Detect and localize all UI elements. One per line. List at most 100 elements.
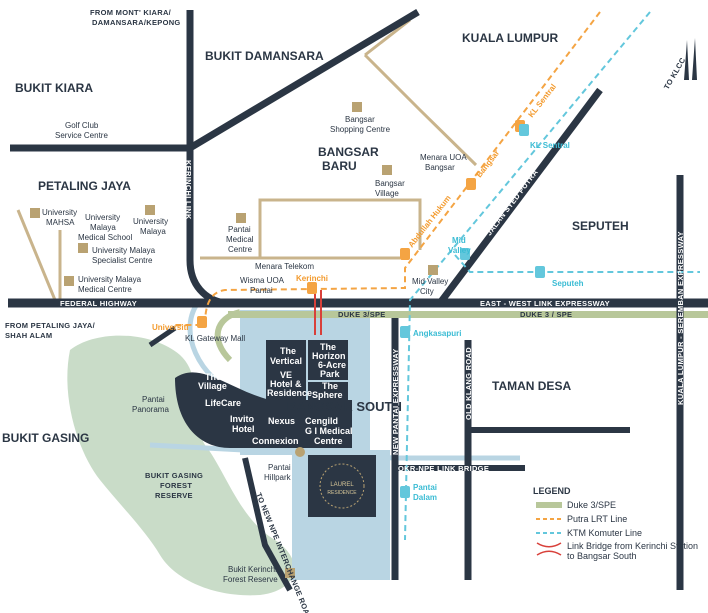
poi-label: MAHSA (46, 218, 75, 227)
area-label: BUKIT GASING (2, 431, 89, 445)
poi-label: Bangsar (425, 163, 455, 172)
bangsar-south-title: BANGSAR SOUTH (287, 399, 402, 414)
map-element (214, 309, 241, 363)
place-label: G I Medical (305, 426, 353, 436)
legend-item: KTM Komuter Line (567, 528, 642, 538)
road-label: FROM MONT' KIARA/ (90, 8, 172, 17)
poi-label: Panorama (132, 405, 169, 414)
poi-label: Bangsar (375, 179, 405, 188)
place-label: Nexus (268, 416, 295, 426)
map-element (428, 265, 438, 275)
road-label: EAST - WEST LINK EXPRESSWAY (480, 299, 610, 308)
area-label: BUKIT KIARA (15, 81, 93, 95)
legend-item: Putra LRT Line (567, 514, 627, 524)
area-label: BUKIT DAMANSARA (205, 49, 324, 63)
poi-label: Medical School (78, 233, 132, 242)
poi-label: Bukit Kerinchi (228, 565, 277, 574)
road-label: KERINCHI LINK (184, 160, 193, 220)
map-element (352, 102, 362, 112)
place-label: Village (198, 381, 227, 391)
local-roads (16, 18, 478, 301)
road-label: NEW PANTAI EXPRESSWAY (391, 348, 400, 455)
place-label: Hotel & (270, 379, 302, 389)
station-label: Dalam (413, 493, 437, 502)
legend-item: Duke 3/SPE (567, 500, 616, 510)
highways (8, 8, 708, 592)
poi-label: Forest Reserve (223, 575, 278, 584)
poi-label: Pantai (228, 225, 251, 234)
station-label: Seputeh (552, 279, 584, 288)
road-label: DAMANSARA/KEPONG (92, 18, 181, 27)
place-label: Invito (230, 414, 255, 424)
map-element (242, 457, 293, 592)
property-name: LAUREL (330, 482, 354, 488)
map-element (400, 486, 410, 498)
poi-label: Malaya (140, 227, 166, 236)
place-label: Horizon (312, 351, 346, 361)
map-element (285, 568, 295, 578)
map-element (30, 208, 40, 218)
legend-swatch-bridge (536, 542, 562, 556)
poi-label: Hillpark (264, 473, 292, 482)
poi-label: Shopping Centre (330, 125, 391, 134)
poi-label: Menara Telekom (255, 262, 314, 271)
poi-label: University (85, 213, 120, 222)
poi-label: Wisma UOA (240, 276, 285, 285)
poi-label: Malaya (90, 223, 116, 232)
poi-label: Medical Centre (78, 285, 132, 294)
legend-title: LEGEND (533, 486, 571, 496)
map-element (308, 455, 376, 517)
area-label: KUALA LUMPUR (462, 31, 559, 45)
link-bridge (314, 290, 322, 335)
map-element (308, 382, 348, 400)
station-label: Pantai (413, 483, 437, 492)
place-label: Park (320, 369, 341, 379)
place-label: Hotel (232, 424, 255, 434)
area-label: BANGSAR (318, 145, 379, 159)
area-label: RESERVE (155, 491, 193, 500)
station-label: Angkasapuri (413, 329, 461, 338)
area-label: BUKIT GASING (145, 471, 203, 480)
place-label: Vertical (270, 356, 302, 366)
map-element (684, 38, 697, 80)
place-label: LifeCare (205, 398, 241, 408)
poi-label: KL Gateway Mall (185, 334, 245, 343)
poi-label: Menara UOA (420, 153, 467, 162)
place-label: VE (280, 370, 292, 380)
poi-label: Pantai (268, 463, 291, 472)
map-element (519, 124, 529, 136)
road-label: DUKE 3 / SPE (520, 310, 572, 319)
station-label: Bangsar (474, 148, 501, 179)
place-label: The (320, 342, 336, 352)
map-element (363, 53, 478, 167)
map-element (295, 447, 305, 457)
map-element (466, 178, 476, 190)
legend: LEGEND Duke 3/SPE Putra LRT Line KTM Kom… (533, 486, 698, 561)
map-element (400, 326, 410, 338)
place-label: The (205, 372, 221, 382)
road-label: KUALA LUMPUR - SEREMBAN EXPRESSWAY (676, 231, 685, 405)
map-element (16, 209, 57, 301)
station-label: Valley (448, 246, 471, 255)
poi-label: Mid Valley (412, 277, 448, 286)
ktm-komuter-line (404, 11, 651, 541)
map-element (197, 316, 207, 328)
map-element (319, 463, 365, 509)
station-label: Kerinchi (296, 274, 328, 283)
map-element (437, 87, 603, 306)
place-label: Cengild (305, 416, 338, 426)
map-element (145, 205, 155, 215)
poi-label: Pantai (142, 395, 165, 404)
legend-swatch-duke3 (536, 502, 562, 508)
place-label: The (322, 381, 338, 391)
road-label: OKR-NPE LINK BRIDGE (398, 464, 489, 473)
station-label: Mid (452, 236, 466, 245)
poi-label: University (133, 217, 168, 226)
area-label: FOREST (160, 481, 192, 490)
map-element (535, 266, 545, 278)
legend-item: Link Bridge from Kerinchi Station (567, 541, 698, 551)
place-label: The (280, 346, 296, 356)
map-element (382, 165, 392, 175)
map-element (364, 18, 411, 57)
